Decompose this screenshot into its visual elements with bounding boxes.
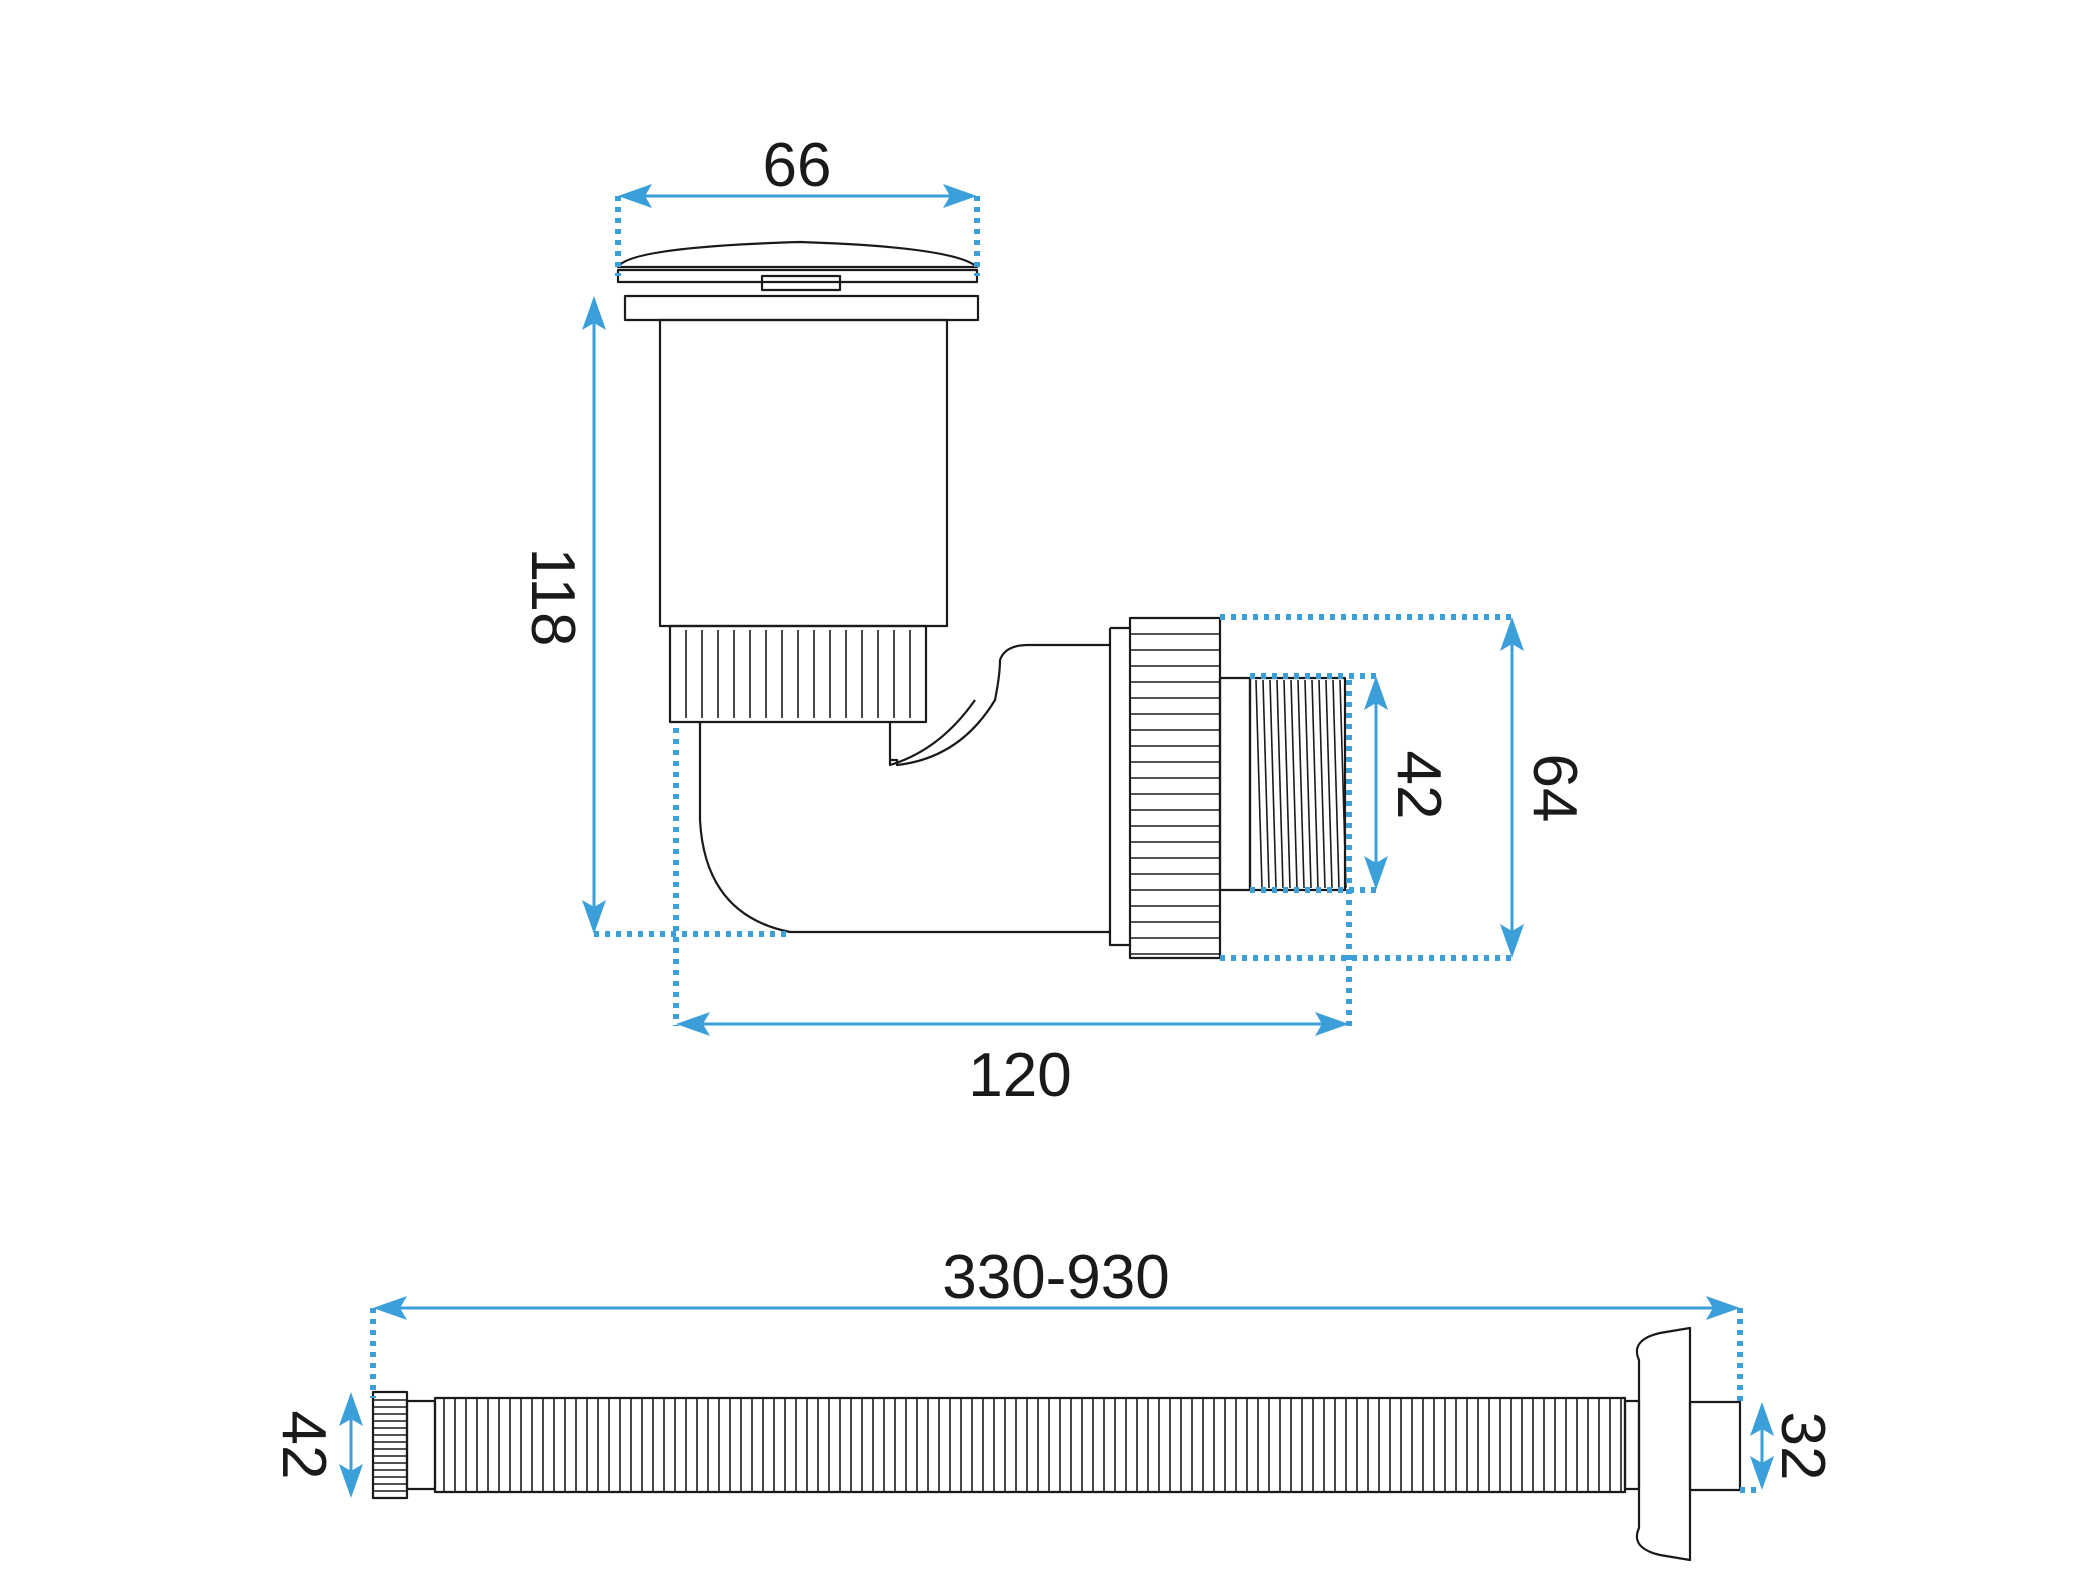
- union-nut-shoulder: [1108, 626, 1130, 947]
- drain-ribbed-nut: [668, 624, 928, 724]
- flex-hose: [371, 1326, 1742, 1562]
- hose-right-collar: [1623, 1399, 1641, 1491]
- outlet-thread-line: [1304, 679, 1312, 889]
- outlet-thread-line: [1269, 679, 1277, 889]
- hose-left-nut: [371, 1390, 409, 1500]
- drain-height-label: 118: [518, 548, 587, 647]
- dimension-drain-height: 118: [518, 296, 790, 937]
- outlet-thread-line: [1297, 679, 1305, 889]
- drain-assembly: [616, 240, 1347, 960]
- hose-left-collar: [405, 1399, 437, 1491]
- hose-right-flange: [1635, 1326, 1692, 1562]
- hose-length-label: 330-930: [942, 1243, 1170, 1312]
- dimension-cap-width: 66: [615, 131, 980, 276]
- elbow-union-nut: [1128, 616, 1222, 960]
- outlet-thread-line: [1311, 679, 1319, 889]
- drain-nut-ribs: [685, 630, 911, 718]
- outlet-thread-lines: [1255, 679, 1347, 889]
- outlet-thread-line: [1325, 679, 1333, 889]
- dimension-hose-length: 330-930: [370, 1243, 1743, 1402]
- nut-diameter-label: 64: [1520, 754, 1589, 823]
- drain-flange: [623, 294, 980, 322]
- hose-right-diameter-label: 32: [1768, 1412, 1837, 1481]
- hose-right-tail: [1688, 1400, 1742, 1492]
- hose-left-diameter-label: 42: [269, 1411, 338, 1480]
- drain-cap-button: [760, 274, 842, 292]
- hose-corrugations: [443, 1398, 1622, 1492]
- cap-width-label: 66: [763, 131, 832, 200]
- drain-cap: [616, 240, 979, 269]
- dimension-elbow-length: 120: [673, 680, 1352, 1110]
- outlet-thread-line: [1276, 679, 1284, 889]
- outlet-thread-line: [1290, 679, 1298, 889]
- hose-corrugated-body: [433, 1396, 1627, 1494]
- thread-diameter-label: 42: [1384, 751, 1453, 820]
- outlet-thread-line: [1262, 679, 1270, 889]
- elbow-inner-lip: [888, 699, 976, 767]
- outlet-thread-line: [1339, 679, 1347, 889]
- drain-body: [658, 318, 949, 628]
- union-nut-ribs: [1130, 633, 1220, 955]
- elbow-length-label: 120: [968, 1041, 1071, 1110]
- dimension-thread-diameter: 42: [1250, 673, 1453, 893]
- dimension-hose-left-diameter: 42: [269, 1392, 363, 1498]
- outlet-thread-line: [1255, 679, 1263, 889]
- outlet-sleeve: [1218, 676, 1252, 892]
- outlet-thread-line: [1332, 679, 1340, 889]
- outlet-thread-line: [1318, 679, 1326, 889]
- outlet-thread-line: [1283, 679, 1291, 889]
- elbow-body: [698, 628, 1112, 934]
- hose-left-nut-ribs: [373, 1399, 407, 1492]
- dimension-hose-right-diameter: 32: [1740, 1402, 1837, 1493]
- dimension-nut-diameter: 64: [1220, 614, 1589, 961]
